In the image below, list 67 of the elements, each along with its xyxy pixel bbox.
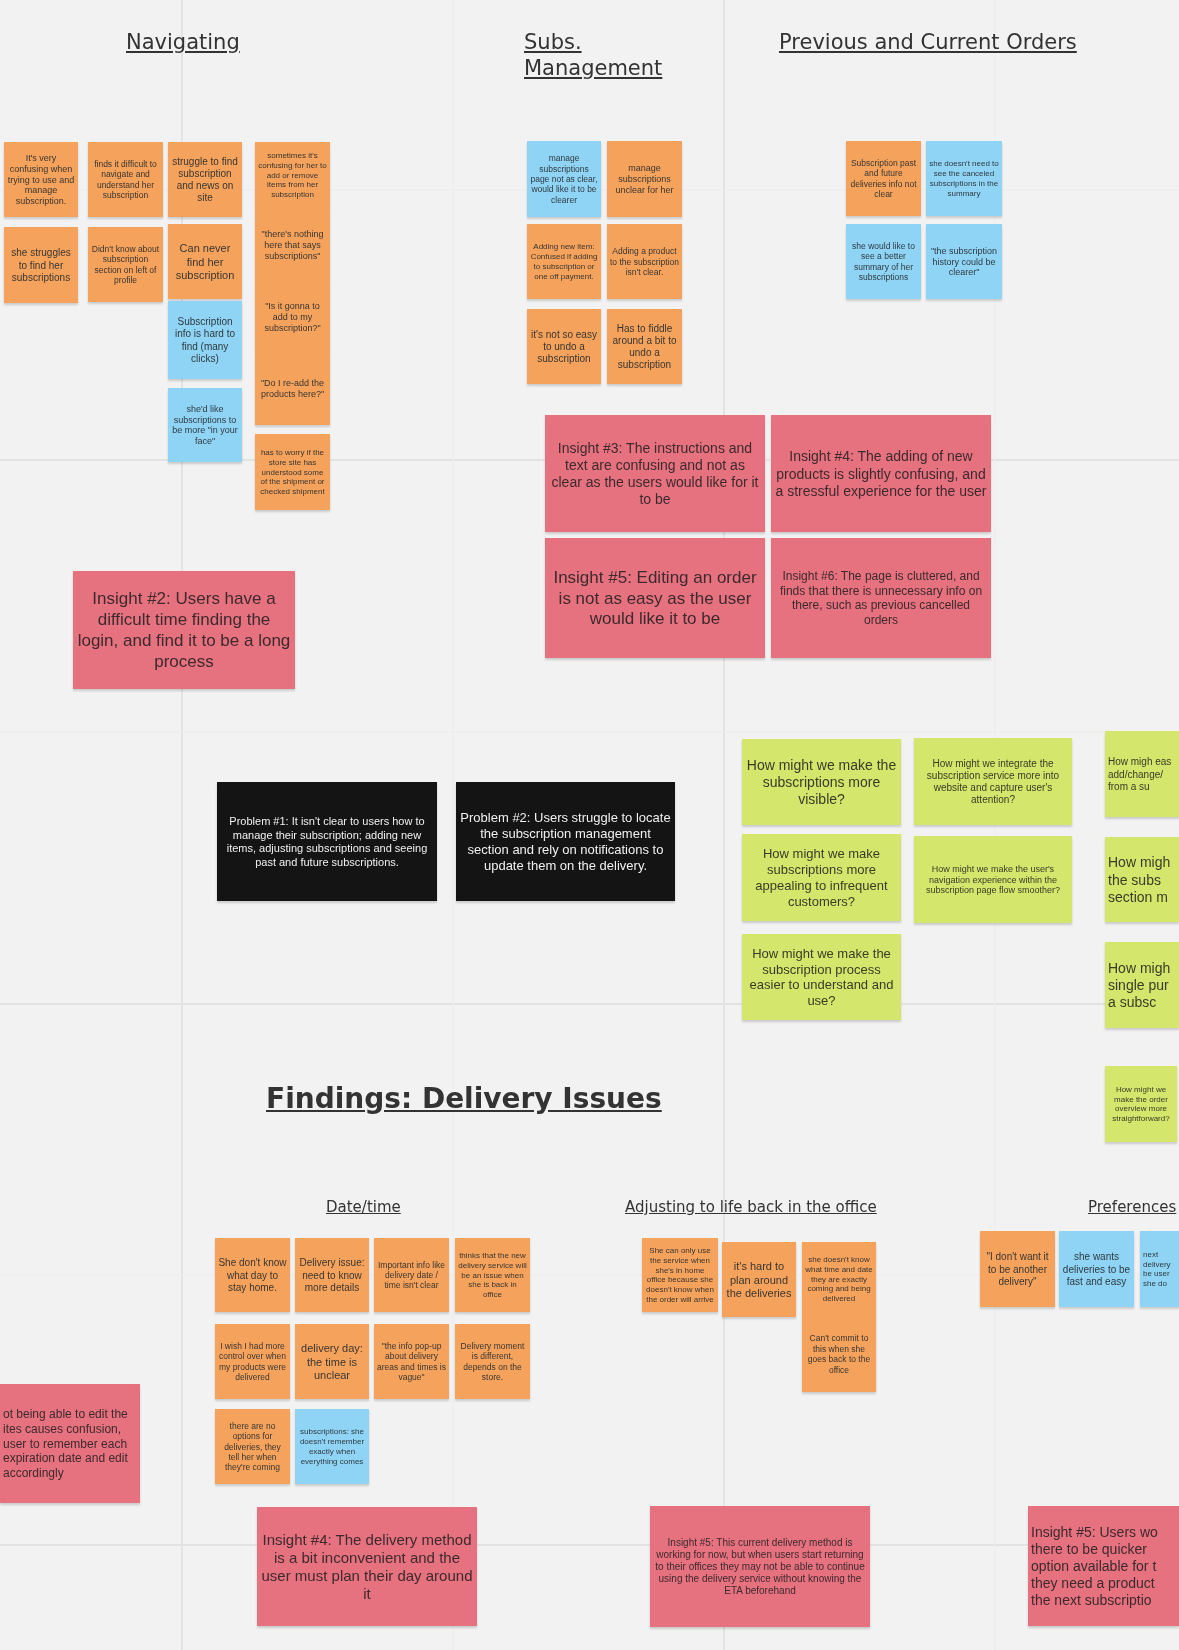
sticky-note: Delivery issue: need to know more details xyxy=(295,1238,369,1312)
insight-note: Insight #4: The adding of new products is slightly confusing, and a stressful experience for the user xyxy=(771,415,991,532)
sticky-note: "I don't want it to be another delivery" xyxy=(980,1231,1055,1307)
sticky-note: there are no options for deliveries, they tell her when they're coming xyxy=(215,1409,290,1484)
sticky-note: manage subscriptions page not as clear, would like it to be clearer xyxy=(527,141,601,217)
insight-note: Insight #6: The page is cluttered, and finds that there is unnecessary info on there, such as previous cancelled orders xyxy=(771,538,991,658)
sticky-note: she'd like subscriptions to be more "in your face" xyxy=(168,388,242,462)
sticky-note: delivery day: the time is unclear xyxy=(295,1324,369,1399)
question-note: How might we make the subscription process easier to understand and use? xyxy=(742,934,901,1020)
question-note: How might we make the user's navigation experience within the subscription page flow smoother? xyxy=(914,836,1072,923)
insight-note: Insight #5: Editing an order is not as easy as the user would like it to be xyxy=(545,538,765,658)
section-heading: Findings: Delivery Issues xyxy=(266,1082,662,1117)
sticky-note: manage subscriptions unclear for her xyxy=(607,141,682,217)
sticky-note: subscriptions: she doesn't remember exactly when everything comes xyxy=(295,1409,369,1484)
insight-note: ot being able to edit the ites causes confusion, user to remember each expiration date and edit accordingly xyxy=(0,1384,140,1503)
question-note: How migh eas add/change/ from a su xyxy=(1105,731,1179,817)
insight-note: Insight #4: The delivery method is a bit inconvenient and the user must plan their day around it xyxy=(257,1507,477,1626)
section-heading: Adjusting to life back in the office xyxy=(625,1198,877,1217)
section-heading: Navigating xyxy=(126,30,240,56)
sticky-note: Didn't know about subscription section on left of profile xyxy=(88,227,163,302)
sticky-note: she would like to see a better summary of her subscriptions xyxy=(846,224,921,299)
question-note: How might we integrate the subscription service more into website and capture user's attention? xyxy=(914,738,1072,825)
sticky-note: Can never find her subscription xyxy=(168,224,242,299)
question-note: How might we make the order overview more straightforward? xyxy=(1105,1066,1177,1142)
section-heading: Previous and Current Orders xyxy=(779,30,1077,56)
problem-card: Problem #1: It isn't clear to users how to manage their subscription; adding new items, adjusting subscriptions and seeing past and future subscriptions. xyxy=(217,782,437,901)
insight-note: Insight #2: Users have a difficult time finding the login, and find it to be a long process xyxy=(73,571,295,689)
sticky-note: "the subscription history could be clearer" xyxy=(926,224,1002,299)
sticky-note: Subscription past and future deliveries info not clear xyxy=(846,141,921,216)
sticky-note: sometimes it's confusing for her to add or remove items from her subscription xyxy=(255,142,330,208)
question-note: How might we make the subscriptions more visible? xyxy=(742,739,901,825)
sticky-note: I wish I had more control over when my products were delivered xyxy=(215,1324,290,1399)
section-heading: Subs. Management xyxy=(524,30,664,82)
sticky-note: next delivery be user she do xyxy=(1140,1231,1179,1307)
insight-note: Insight #3: The instructions and text are confusing and not as clear as the users would like for it to be xyxy=(545,415,765,532)
sticky-note: Adding new item: Confused if adding to subscription or one off payment. xyxy=(527,224,601,299)
sticky-note: Important info like delivery date / time isn't clear xyxy=(374,1238,449,1312)
sticky-note: "Is it gonna to add to my subscription?" xyxy=(255,282,330,352)
sticky-note: "there's nothing here that says subscriptions" xyxy=(255,208,330,282)
sticky-note: thinks that the new delivery service will be an issue when she is back in office xyxy=(455,1238,530,1312)
sticky-note: it's not so easy to undo a subscription xyxy=(527,309,601,384)
sticky-note: She don't know what day to stay home. xyxy=(215,1238,290,1312)
section-heading: Date/time xyxy=(326,1198,401,1217)
sticky-note: Has to fiddle around a bit to undo a subscription xyxy=(607,309,682,384)
question-note: How might we make subscriptions more appealing to infrequent customers? xyxy=(742,834,901,921)
question-note: How migh the subs section m xyxy=(1105,837,1179,922)
insight-note: Insight #5: Users wo there to be quicker option available for t they need a product the next subscriptio xyxy=(1028,1506,1179,1626)
sticky-note: Adding a product to the subscription isn't clear. xyxy=(607,224,682,299)
question-note: How migh single pur a subsc xyxy=(1105,942,1179,1028)
sticky-note: she wants deliveries to be fast and easy xyxy=(1059,1231,1134,1307)
sticky-note: struggle to find subscription and news on site xyxy=(168,142,242,217)
sticky-note: she doesn't know what time and date they are exactly coming and being delivered xyxy=(802,1242,876,1316)
section-heading: Preferences xyxy=(1088,1198,1177,1217)
problem-card: Problem #2: Users struggle to locate the subscription management section and rely on notifications to update them on the delivery. xyxy=(456,782,675,901)
sticky-note: Delivery moment is different, depends on the store. xyxy=(455,1324,530,1399)
sticky-note: it's hard to plan around the deliveries xyxy=(722,1242,796,1317)
sticky-note: Subscription info is hard to find (many clicks) xyxy=(168,301,242,379)
sticky-note: Can't commit to this when she goes back to the office xyxy=(802,1316,876,1392)
sticky-note: she struggles to find her subscriptions xyxy=(4,227,78,303)
sticky-note: It's very confusing when trying to use and manage subscription. xyxy=(4,142,78,217)
sticky-note: She can only use the service when she's in home office because she doesn't know when the order will arrive xyxy=(642,1238,718,1312)
insight-note: Insight #5: This current delivery method is working for now, but when users start returning to their offices they may not be able to continue using the delivery service without knowing the ETA beforehand xyxy=(650,1506,870,1627)
sticky-note: she doesn't need to see the canceled subscriptions in the summary xyxy=(926,141,1002,216)
sticky-note: "the info pop-up about delivery areas and times is vague" xyxy=(374,1324,449,1399)
sticky-note: "Do I re-add the products here?" xyxy=(255,352,330,425)
sticky-note: finds it difficult to navigate and understand her subscription xyxy=(88,142,163,217)
sticky-note: has to worry if the store site has understood some of the shipment or checked shipment xyxy=(255,434,330,510)
